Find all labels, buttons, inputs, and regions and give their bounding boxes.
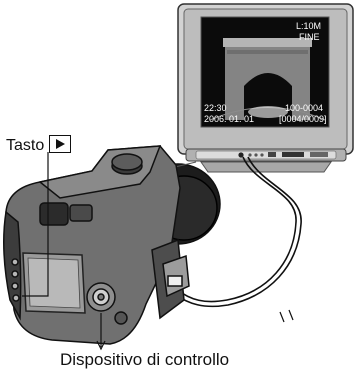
tv-icon (178, 4, 353, 172)
tv-image-size: L:10M (296, 21, 321, 31)
play-button-label: Tasto (6, 135, 71, 155)
tv-image-quality: FINE (299, 32, 320, 42)
tv-time: 22:30 (204, 103, 227, 113)
tv-folder-file: 100-0004 (285, 103, 323, 113)
camera-icon (4, 146, 220, 344)
control-device-label: Dispositivo di controllo (60, 351, 229, 369)
play-icon (49, 135, 71, 153)
play-button-label-text: Tasto (6, 137, 44, 154)
tv-date: 2006. 01. 01 (204, 114, 254, 124)
tv-counter: [0004/0009] (279, 114, 327, 124)
